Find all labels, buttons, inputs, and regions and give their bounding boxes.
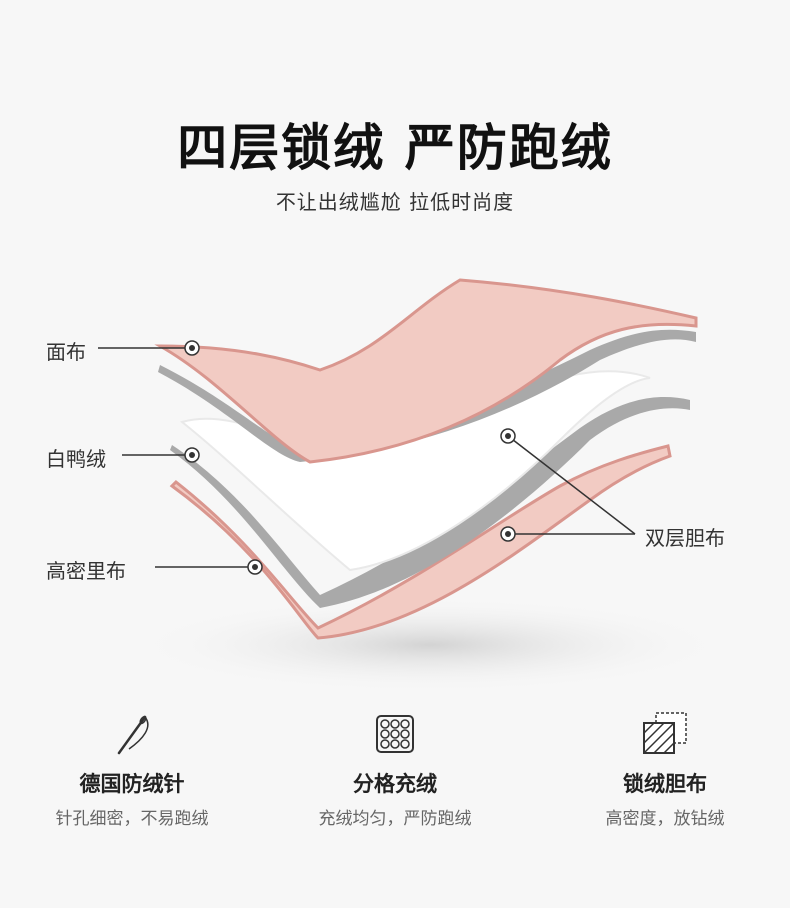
feature-needle: 德国防绒针 针孔细密，不易跑绒 [12,708,252,829]
layer-diagram: 面布 白鸭绒 高密里布 双层胆布 [0,250,790,693]
feature-title: 锁绒胆布 [623,772,707,796]
feature-fabric-swatch: 锁绒胆布 高密度，放钻绒 [545,708,785,829]
label-double-layer-liner: 双层胆布 [645,526,725,550]
face-fabric-layer [154,278,698,464]
marker-dot [500,428,516,444]
feature-title: 分格充绒 [353,772,437,796]
feature-desc: 高密度，放钻绒 [605,809,725,829]
grid-quilt-icon [275,708,515,760]
lower-liner-layer [170,397,690,608]
marker-dot [247,559,263,575]
needle-icon [12,708,252,760]
marker-dot [500,526,516,542]
feature-title: 德国防绒针 [79,772,185,796]
layer-diagram-graphic [98,278,730,693]
label-face-fabric: 面布 [46,340,86,364]
feature-desc: 针孔细密，不易跑绒 [55,809,209,829]
label-white-duck-down: 白鸭绒 [46,447,106,471]
marker-dot [184,340,200,356]
ground-shadow [130,597,730,693]
fabric-swatch-icon [545,708,785,760]
marker-dot [184,447,200,463]
feature-desc: 充绒均匀，严防跑绒 [318,809,472,829]
feature-grid-quilt: 分格充绒 充绒均匀，严防跑绒 [275,708,515,829]
label-high-density-lining: 高密里布 [46,559,126,583]
page-title: 四层锁绒 严防跑绒 [177,119,613,177]
page-subtitle: 不让出绒尴尬 拉低时尚度 [275,190,515,214]
high-density-lining-layer [169,444,672,640]
